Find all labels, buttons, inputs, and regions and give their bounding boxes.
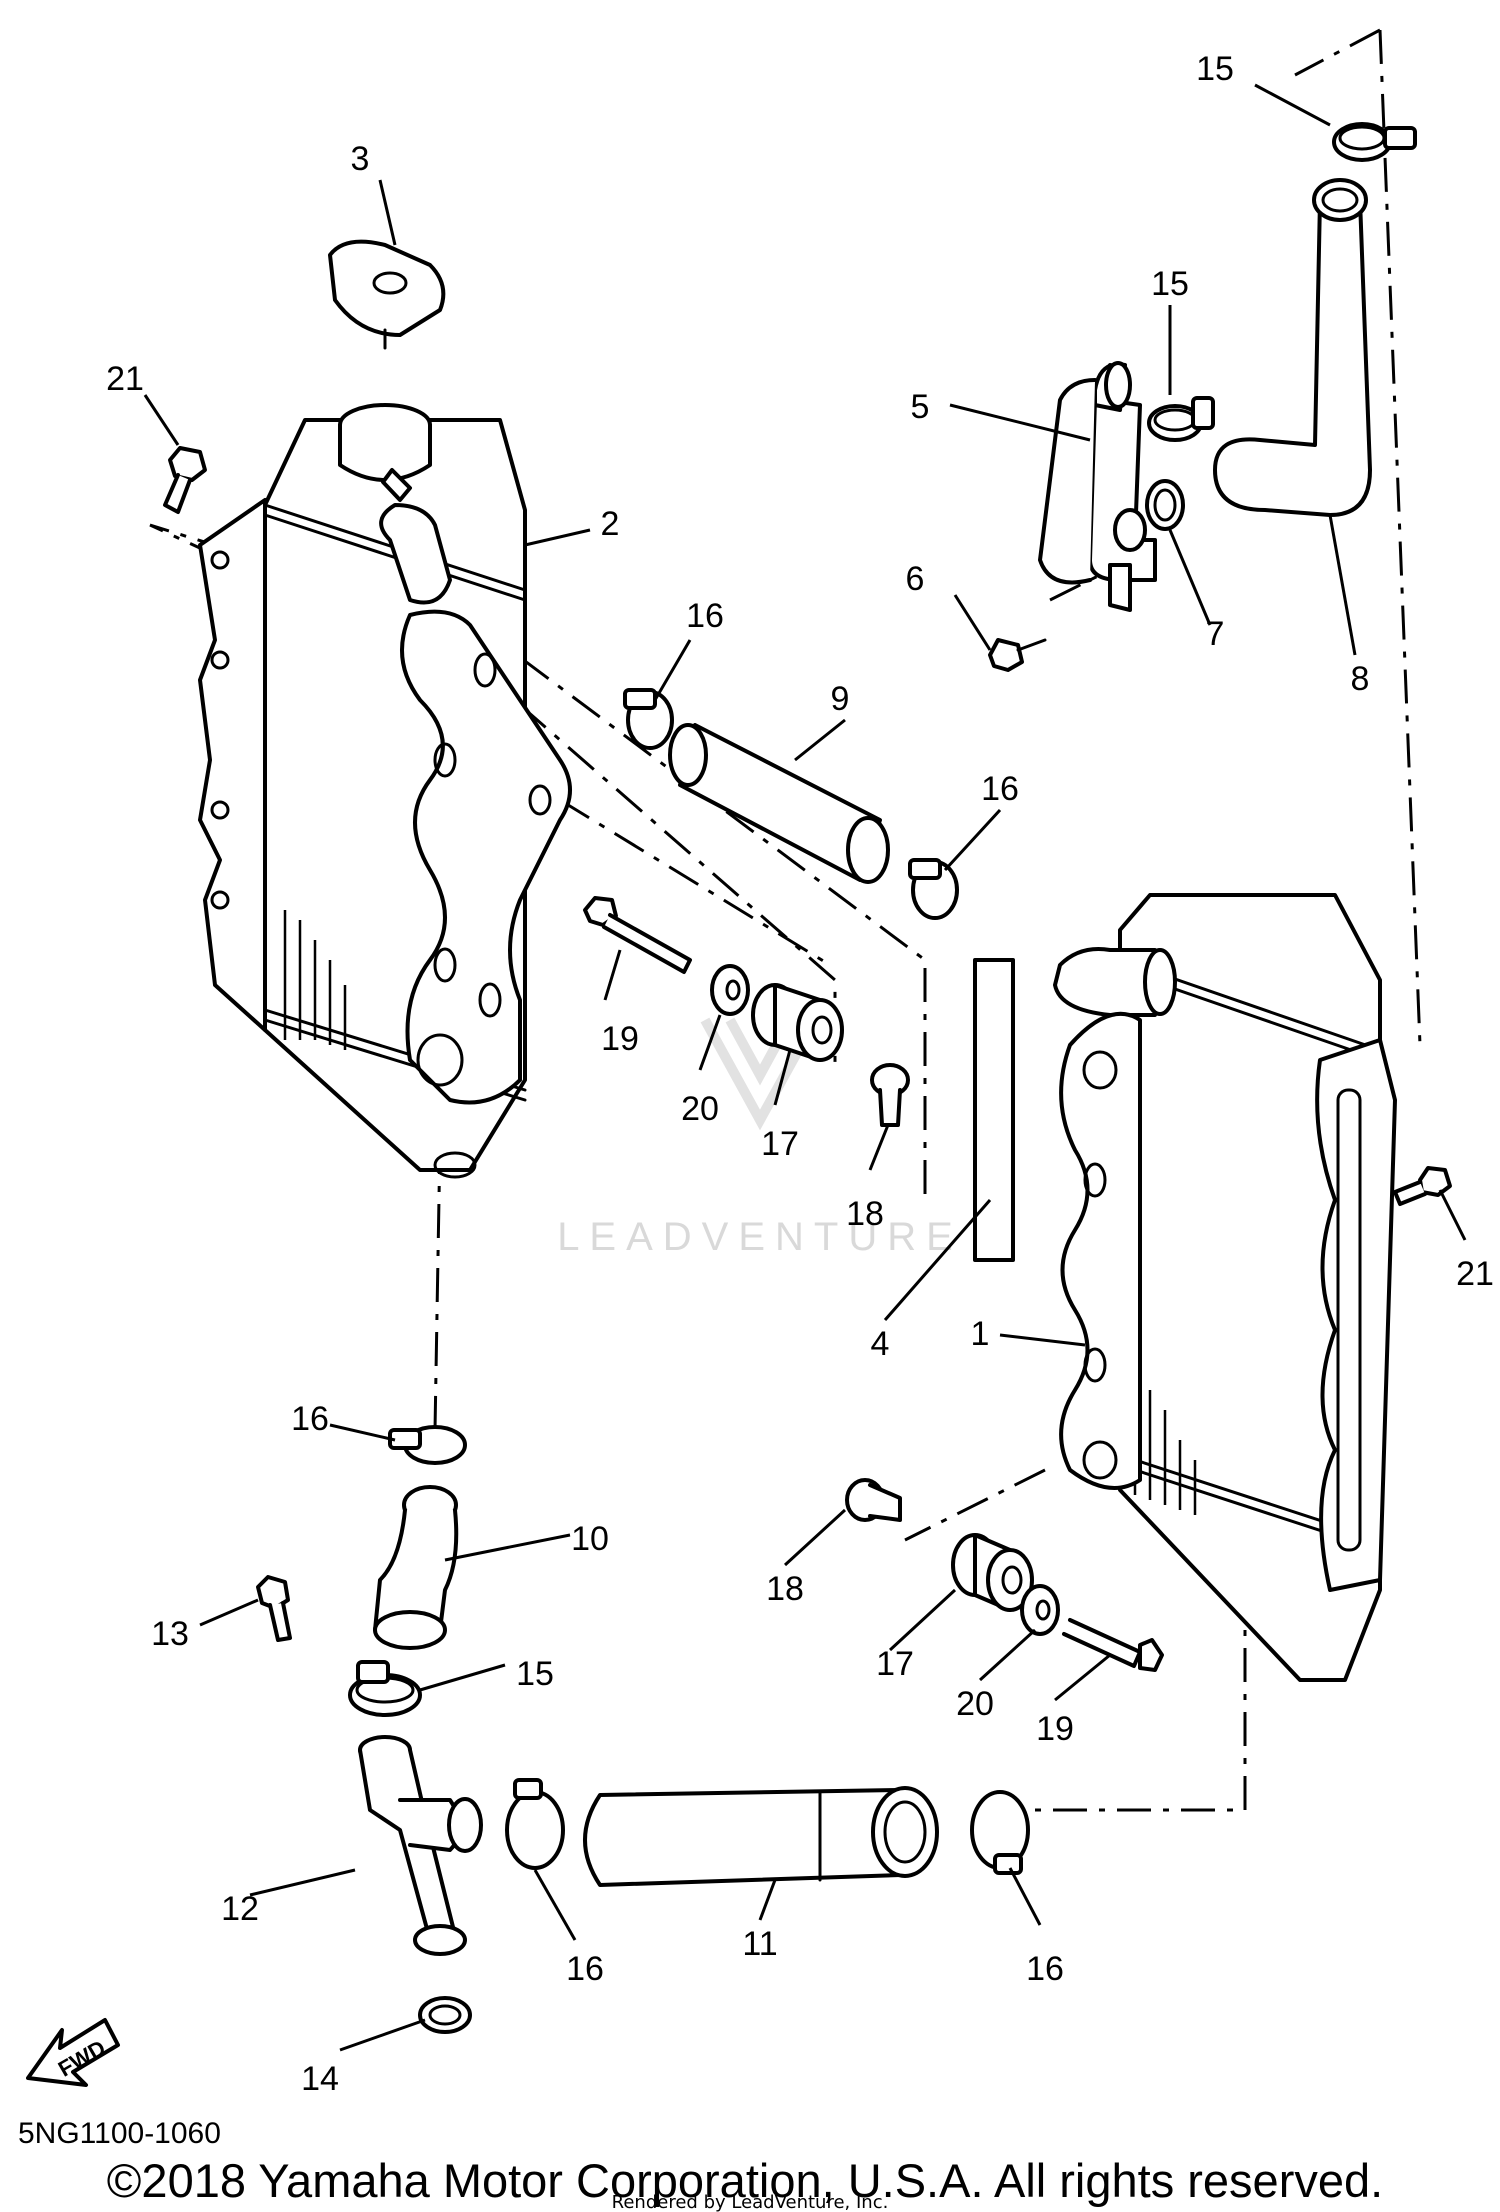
collar-part-18-upper [870,1063,910,1127]
callout-10: 10 [571,1520,609,1558]
rendered-by-text: Rendered by LeadVenture, Inc. [612,2192,889,2212]
o-ring-part-7 [1145,479,1185,531]
callout-19: 19 [1036,1710,1074,1748]
callout-6: 6 [906,560,925,598]
callout-13: 13 [151,1615,189,1653]
o-ring-part-14 [418,1996,472,2034]
callout-17: 17 [876,1645,914,1683]
leader-lines [143,83,1467,2052]
hose-part-10 [373,1485,459,1650]
bolt-part-19-upper [583,896,692,974]
callout-9: 9 [831,680,850,718]
forward-arrow-icon: FWD [26,2018,120,2087]
bolt-part-21-right [1393,1166,1452,1206]
callout-12: 12 [221,1890,259,1928]
callout-21: 21 [106,360,144,398]
callout-16: 16 [566,1950,604,1988]
watermark-text: LEADVENTURE [557,1215,963,1259]
watermark: LEADVENTURE [557,1017,963,1259]
hose-clamp-part-16-d [505,1778,565,1870]
callout-20: 20 [956,1685,994,1723]
callout-8: 8 [1351,660,1370,698]
diagram-code: 5NG1100-1060 [18,2117,221,2150]
callout-16: 16 [686,597,724,635]
callout-18: 18 [846,1195,884,1233]
copyright-text: ©2018 Yamaha Motor Corporation, U.S.A. A… [107,2154,1383,2207]
callout-15: 15 [1196,50,1234,88]
hose-part-5 [1038,361,1157,612]
hose-clamp-part-15-mid [1147,396,1215,442]
pipe-part-12 [358,1735,483,1956]
callout-2: 2 [601,505,620,543]
callout-3: 3 [351,140,370,178]
bolt-part-21-left [163,446,207,514]
hose-part-11 [583,1786,939,1887]
callout-4: 4 [871,1325,890,1363]
hose-clamp-part-15-lower [348,1660,422,1717]
bolt-part-6 [988,638,1047,672]
hose-clamp-part-16-e [970,1790,1030,1875]
radiator-cap-part-3 [328,239,446,350]
hose-clamp-part-16-a [623,688,674,750]
callout-18: 18 [766,1570,804,1608]
callout-5: 5 [911,388,930,426]
hose-part-8 [1213,178,1372,517]
collar-part-18-lower [845,1478,902,1522]
callout-21: 21 [1456,1255,1494,1293]
plate-part-4 [973,958,1015,1262]
hose-clamp-part-16-c [388,1425,467,1465]
callout-15: 15 [516,1655,554,1693]
hose-part-9 [668,723,890,884]
hose-clamp-part-16-b [908,858,959,920]
radiator-right-part-1 [1053,893,1397,1682]
radiator-left-part-2 [198,403,572,1179]
callout-7: 7 [1206,615,1225,653]
callout-14: 14 [301,2060,339,2098]
callout-16: 16 [1026,1950,1064,1988]
callout-numbers: 15 15 3 21 2 5 6 7 8 16 9 16 19 20 17 18… [106,50,1494,2098]
callout-17: 17 [761,1125,799,1163]
hose-clamp-part-15-top [1332,122,1417,162]
bolt-part-19-lower [1062,1618,1164,1672]
grommet-part-17-lower [951,1533,1034,1612]
callout-11: 11 [742,1925,777,1963]
bolt-part-13 [256,1575,292,1642]
washer-part-20-upper [710,964,750,1016]
callout-16: 16 [291,1400,329,1438]
washer-part-20-lower [1020,1584,1060,1636]
callout-20: 20 [681,1090,719,1128]
callout-16: 16 [981,770,1019,808]
grommet-part-17-upper [751,983,844,1062]
callout-15: 15 [1151,265,1189,303]
callout-1: 1 [971,1315,990,1353]
callout-19: 19 [601,1020,639,1058]
